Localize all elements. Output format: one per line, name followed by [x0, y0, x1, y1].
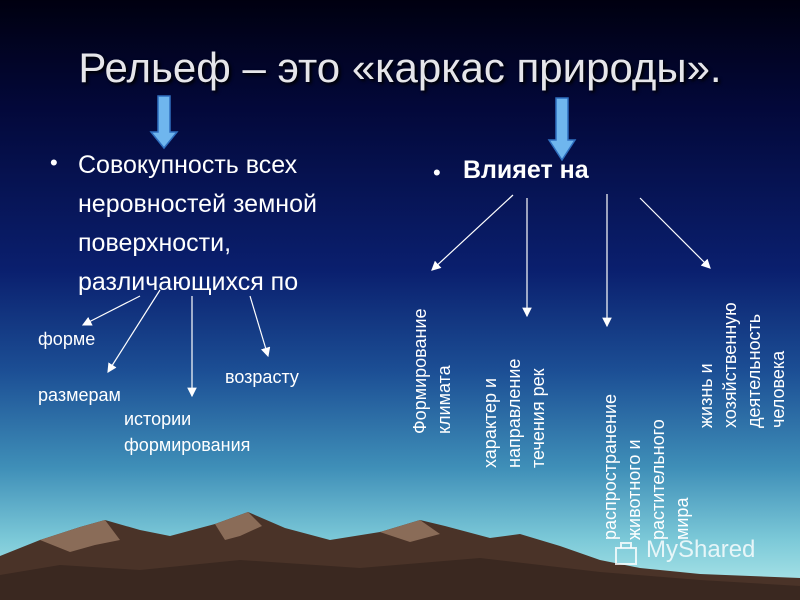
down-arrow-right [547, 97, 577, 162]
branch-form: форме [38, 329, 96, 349]
watermark-text: MyShared [646, 536, 756, 563]
slide-title: Рельеф – это «каркас природы». [78, 44, 722, 91]
branch-size: размерам [38, 385, 121, 405]
arrow-to-size [107, 289, 161, 374]
branch-human-line: человека [768, 350, 788, 428]
branch-climate: Формирование климата [408, 308, 456, 434]
branch-rivers-line: направление [504, 358, 524, 468]
branch-life: распространение животного и растительног… [598, 394, 694, 540]
down-arrow-left [149, 95, 179, 150]
bullet-left: • [50, 150, 58, 175]
branch-human-line: деятельность [744, 313, 764, 428]
definition-line: Совокупность всех [78, 151, 298, 179]
branch-rivers-line: характер и [480, 377, 500, 468]
branch-human-line: жизнь и [696, 363, 716, 428]
arrow-to-age [249, 295, 271, 358]
branch-history-line: истории [124, 409, 192, 429]
definition-line: поверхности, [78, 229, 232, 257]
branch-life-line: растительного [648, 419, 668, 540]
branch-climate-line: Формирование [410, 308, 430, 434]
arrow-to-human [639, 197, 711, 269]
affects-heading: Влияет на [463, 156, 589, 184]
branch-rivers-line: течения рек [528, 368, 548, 468]
mountains [0, 512, 800, 600]
branch-age: возрасту [225, 367, 299, 387]
branch-human: жизнь и хозяйственную деятельность челов… [694, 302, 790, 428]
definition-line: различающихся по [78, 268, 299, 296]
branch-history: истории формирования [124, 406, 250, 458]
branch-rivers: характер и направление течения рек [478, 359, 550, 468]
arrow-to-climate [431, 194, 514, 271]
definition-text: Совокупность всех неровностей земной пов… [78, 146, 317, 302]
branch-life-line: распространение [600, 393, 620, 540]
definition-line: неровностей земной [78, 190, 317, 218]
branch-life-line: мира [672, 497, 692, 540]
branch-human-line: хозяйственную [720, 302, 740, 428]
branch-history-line: формирования [124, 435, 251, 455]
bullet-right: • [433, 160, 441, 185]
arrow-to-form [81, 295, 141, 326]
watermark-icon [615, 542, 637, 565]
branch-climate-line: климата [434, 365, 454, 434]
branch-life-line: животного и [624, 439, 644, 540]
